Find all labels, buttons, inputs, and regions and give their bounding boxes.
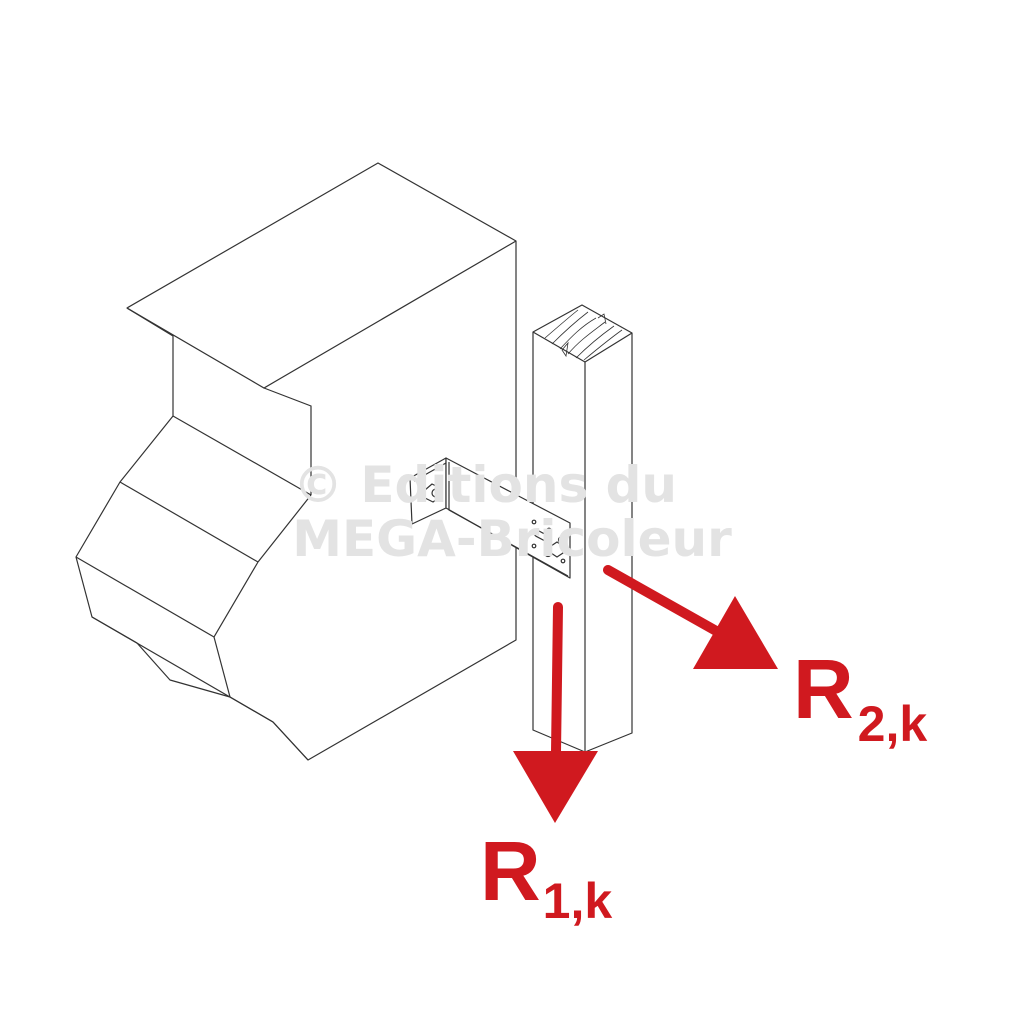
force-arrow-r2 (603, 565, 778, 669)
concrete-block (75, 162, 517, 761)
force-label-r1: R1,k (480, 824, 612, 929)
wood-grain (544, 309, 623, 361)
angle-bracket (409, 457, 571, 579)
force-label-r2: R2,k (793, 642, 927, 752)
watermark-line-2: MEGA-Bricoleur (292, 510, 732, 568)
force-arrow-r1 (513, 602, 598, 823)
bolt-icon (424, 483, 441, 503)
watermark-line-1: © Editions du (293, 456, 677, 514)
watermark: © Editions du MEGA-Bricoleur (292, 456, 732, 568)
screw-holes (531, 519, 567, 564)
